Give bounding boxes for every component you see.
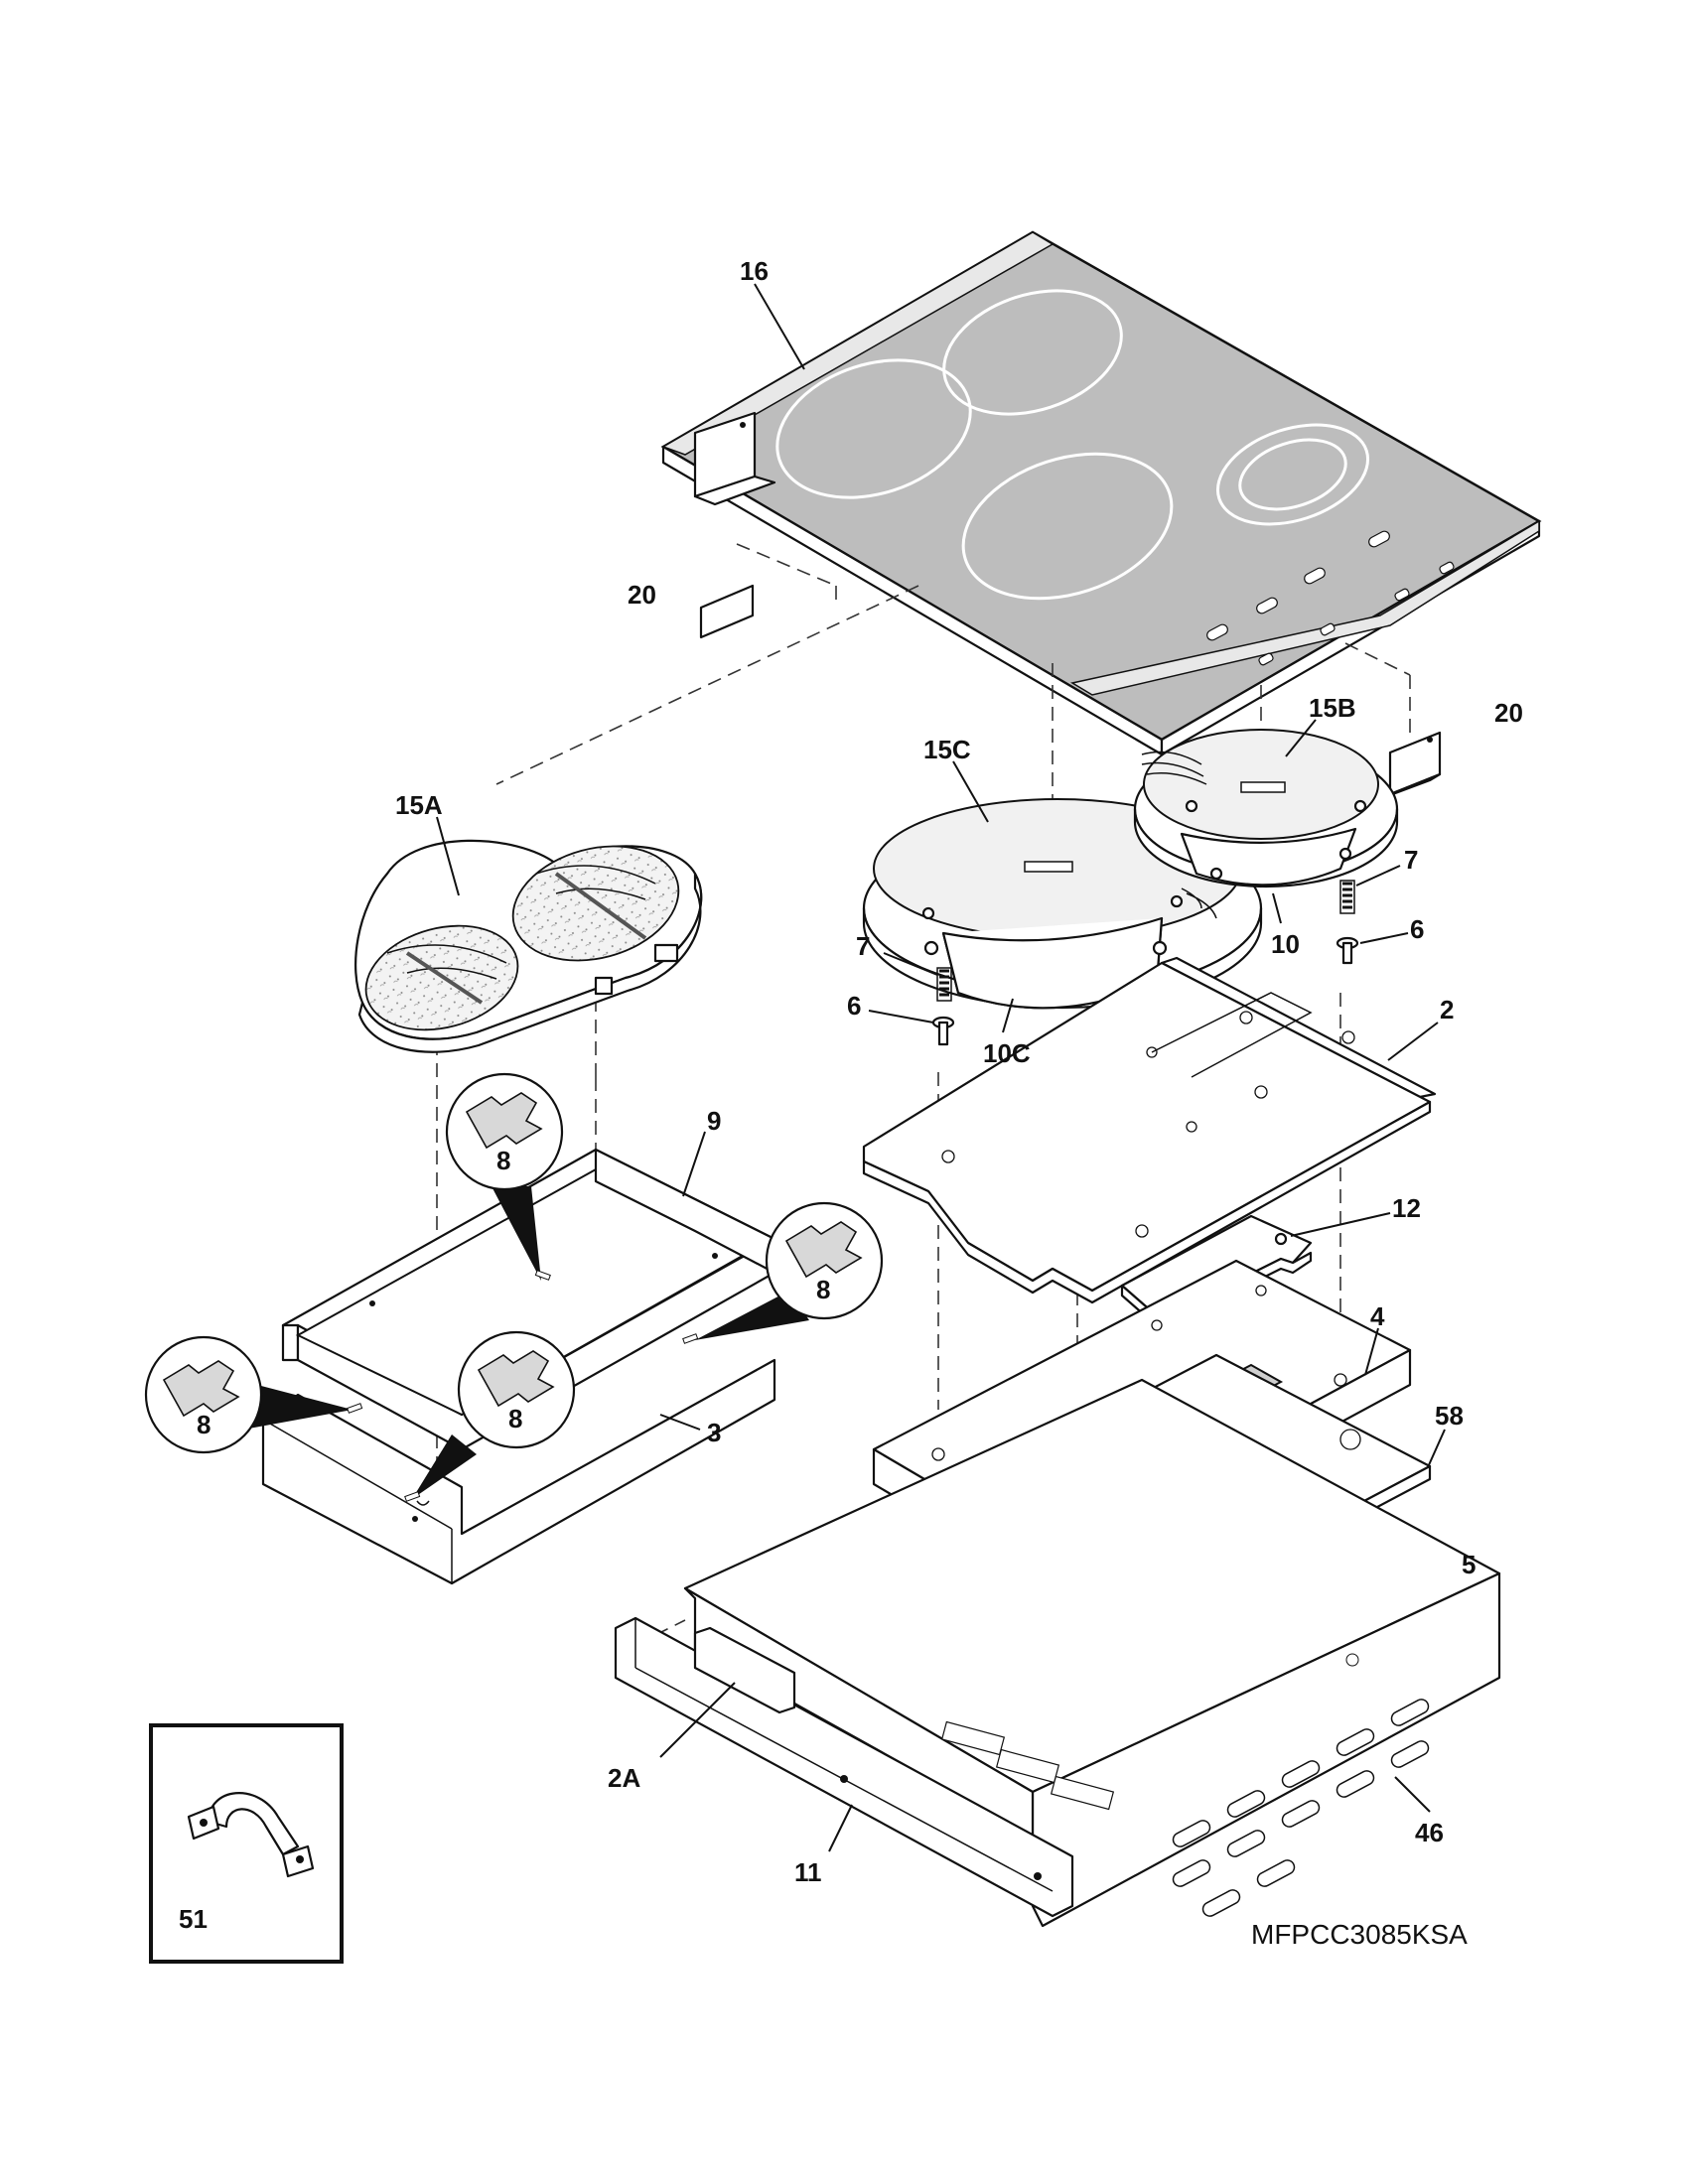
bracket-part-20-right (1380, 731, 1442, 800)
chassis-part-46 (683, 1378, 1501, 1928)
callout-51: 51 (179, 1904, 208, 1934)
element-pan-part-10 (1180, 827, 1357, 924)
insulation-pad-part-2 (862, 956, 1439, 1304)
front-trim-part-11 (614, 1616, 1074, 1918)
spring-part-7-left (883, 952, 952, 1002)
radiant-element-part-15a (354, 816, 703, 1053)
callout-9: 9 (707, 1106, 721, 1136)
callout-12: 12 (1392, 1193, 1421, 1223)
callout-6-left: 6 (847, 991, 861, 1021)
screw-part-6-left (868, 1010, 955, 1046)
clip-callout-part-8-middle (404, 1330, 576, 1502)
callout-15b: 15B (1309, 693, 1356, 723)
cooktop-glass-part-16 (660, 230, 1542, 756)
callout-46: 46 (1415, 1818, 1444, 1847)
frame-part-9 (281, 1131, 776, 1451)
spring-part-7-right (1339, 865, 1401, 914)
bracket-part-20-left (693, 411, 776, 639)
callout-20-left: 20 (628, 580, 656, 610)
clip-callout-part-8-right (682, 1201, 884, 1344)
callout-15c: 15C (923, 735, 971, 764)
clip-callout-part-8-left (144, 1335, 363, 1454)
callout-8-middle: 8 (508, 1404, 522, 1433)
callout-10c: 10C (983, 1038, 1031, 1068)
callout-8-right: 8 (816, 1275, 830, 1304)
callout-20-right: 20 (1494, 698, 1523, 728)
model-number: MFPCC3085KSA (1251, 1919, 1468, 1950)
callout-16: 16 (740, 256, 769, 286)
insulation-block-part-2a (659, 1626, 796, 1758)
callout-6-right: 6 (1410, 914, 1424, 944)
callout-labels: 16 20 20 15A 15B 15C 7 7 6 6 10 10C 2 9 … (179, 256, 1523, 1934)
callout-11: 11 (794, 1857, 822, 1887)
callout-3: 3 (707, 1418, 721, 1447)
callout-4: 4 (1370, 1301, 1385, 1331)
callout-5: 5 (1462, 1550, 1476, 1579)
element-pan-part-10c (923, 916, 1168, 1033)
callout-15a: 15A (395, 790, 443, 820)
callout-2a: 2A (608, 1763, 640, 1793)
callout-10: 10 (1271, 929, 1300, 959)
box-part-3 (261, 1358, 776, 1585)
callout-58: 58 (1435, 1401, 1464, 1431)
clip-callout-part-8-top (445, 1072, 564, 1281)
callout-2: 2 (1440, 995, 1454, 1024)
inset-box-part-51 (149, 1723, 344, 1964)
screw-part-6-right (1336, 932, 1409, 965)
callout-7-right: 7 (1404, 845, 1418, 875)
callout-8-top: 8 (496, 1146, 510, 1175)
callout-8-left: 8 (197, 1410, 211, 1439)
callout-7-left: 7 (856, 931, 870, 961)
